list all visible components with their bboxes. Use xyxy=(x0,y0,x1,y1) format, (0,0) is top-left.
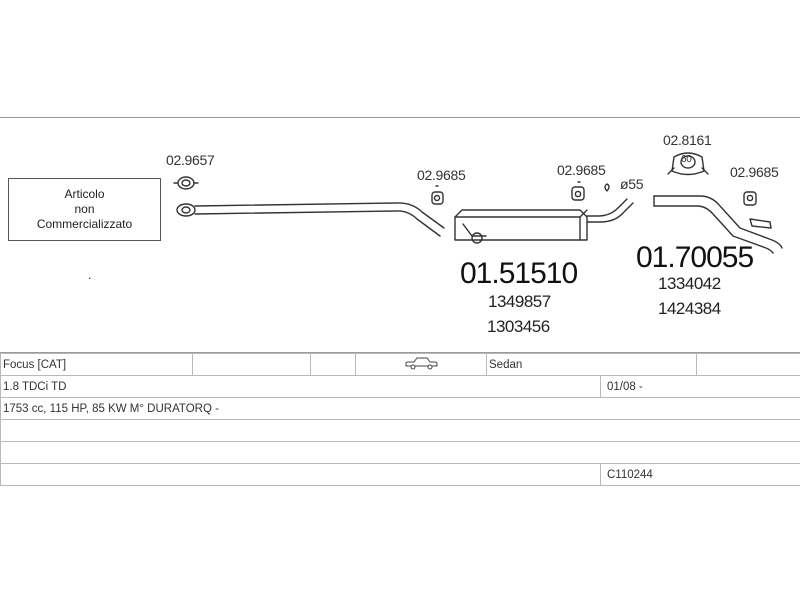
spec-row-empty xyxy=(0,419,800,442)
spec-row-details: 1753 cc, 115 HP, 85 KW M° DURATORQ - xyxy=(0,397,800,420)
rear-silencer-part-number[interactable]: 01.70055 xyxy=(636,241,754,274)
not-available-notice: Articolo non Commercializzato xyxy=(8,178,161,241)
frame-top-line xyxy=(0,117,800,118)
middle-silencer-oem-2: 1303456 xyxy=(487,317,550,336)
engine-cell: 1.8 TDCi TD xyxy=(0,375,601,398)
clamp-ring-code: 02.8161 xyxy=(663,132,712,148)
pipe-clamp-icon xyxy=(604,183,610,192)
pipe-diameter-label: ø55 xyxy=(620,176,644,192)
spec-row-model: Focus [CAT] Sedan xyxy=(0,353,800,376)
body-type-cell: Sedan xyxy=(485,353,698,376)
hanger-3-code: 02.9685 xyxy=(730,164,779,180)
rear-silencer-oem-2: 1424384 xyxy=(658,299,721,318)
model-cell: Focus [CAT] xyxy=(0,353,193,376)
hanger-3-icon xyxy=(743,191,757,206)
empty-cell xyxy=(696,353,800,376)
rear-silencer-oem-1: 1334042 xyxy=(658,274,721,293)
dot-mark: . xyxy=(88,268,92,282)
middle-silencer-icon xyxy=(454,209,588,244)
hanger-1-icon xyxy=(431,185,444,205)
spec-row-catalog: C110244 xyxy=(0,463,800,486)
hanger-1-code: 02.9685 xyxy=(417,167,466,183)
catalog-code-cell: C110244 xyxy=(599,463,800,486)
rear-pipe xyxy=(653,195,783,249)
spec-row-engine: 1.8 TDCi TD 01/08 - xyxy=(0,375,800,398)
empty-cell xyxy=(0,463,601,486)
middle-silencer-oem-1: 1349857 xyxy=(488,292,551,311)
notice-line-2: non xyxy=(74,202,95,216)
sedan-car-icon xyxy=(405,357,438,370)
empty-cell xyxy=(310,353,356,376)
car-icon-cell xyxy=(355,353,487,376)
date-cell: 01/08 - xyxy=(599,375,800,398)
spec-row-empty-2 xyxy=(0,441,800,464)
vehicle-spec-table: Focus [CAT] Sedan 1.8 TDCi TD 01/08 - 17… xyxy=(0,353,800,486)
exhaust-diagram xyxy=(173,152,783,254)
clamp-ring-size: 60 xyxy=(681,154,692,165)
flange-gasket-code: 02.9657 xyxy=(166,152,215,168)
front-pipe xyxy=(194,202,445,229)
middle-pipe xyxy=(586,202,634,223)
hanger-2-code: 02.9685 xyxy=(557,162,606,178)
notice-line-1: Articolo xyxy=(64,187,105,201)
frame-mid-line xyxy=(0,352,800,353)
clamp-ring-icon xyxy=(667,152,709,176)
middle-silencer-part-number[interactable]: 01.51510 xyxy=(460,257,578,290)
flange-gasket-icon xyxy=(173,176,199,190)
hanger-2-icon xyxy=(571,181,585,201)
notice-line-3: Commercializzato xyxy=(36,217,133,231)
empty-cell xyxy=(192,353,311,376)
empty-cell xyxy=(0,441,800,464)
details-cell: 1753 cc, 115 HP, 85 KW M° DURATORQ - xyxy=(0,397,800,420)
empty-cell xyxy=(0,419,800,442)
front-flange-icon xyxy=(176,203,196,217)
